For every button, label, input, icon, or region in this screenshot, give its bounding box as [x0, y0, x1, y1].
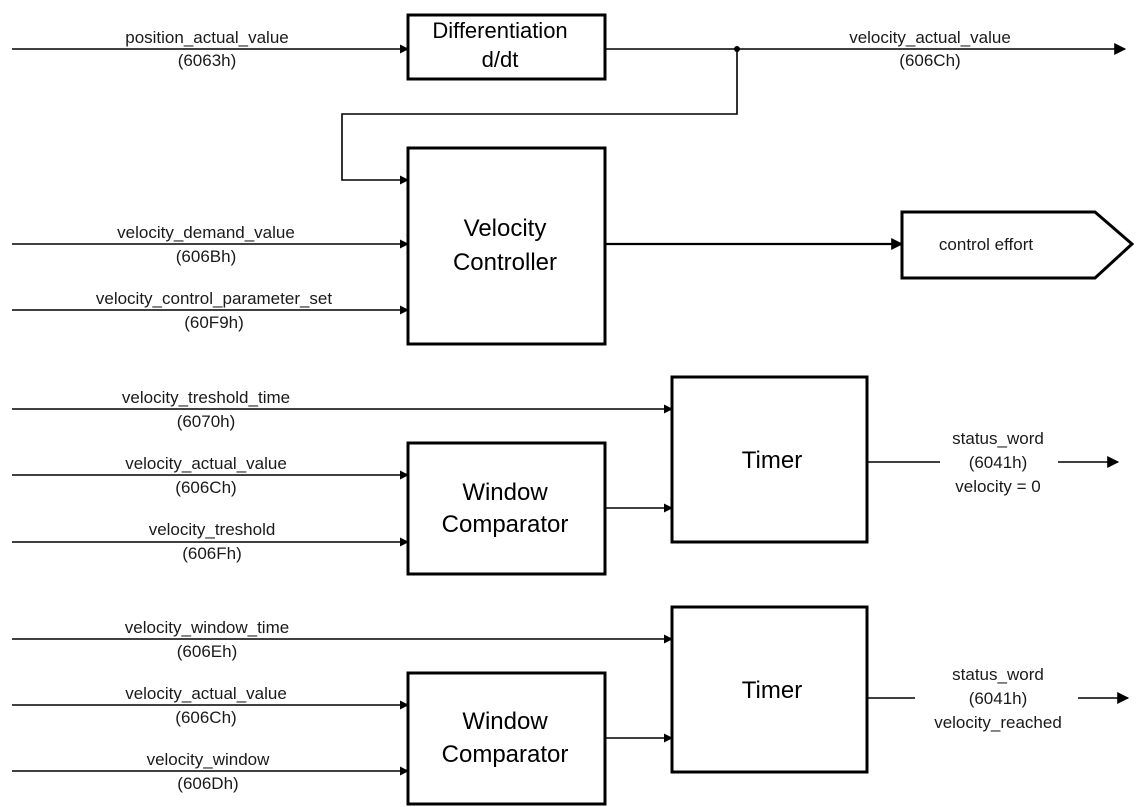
control-effort-output: control effort	[605, 210, 1135, 280]
velocity-actual-value-output: velocity_actual_value (606Ch)	[605, 28, 1127, 70]
position-actual-value-input: position_actual_value (6063h)	[12, 28, 409, 70]
timer-1-label: Timer	[742, 447, 802, 474]
velocity-control-parameter-set-input: velocity_control_parameter_set (60F9h)	[12, 289, 409, 332]
velocity-actual-value-input-2: velocity_actual_value (606Ch)	[12, 684, 409, 727]
velocity-window-label: velocity_window	[147, 750, 271, 769]
velocity-demand-value-index: (606Bh)	[176, 247, 236, 266]
timer-block-1: Timer	[670, 375, 869, 544]
velocity-window-input: velocity_window (606Dh)	[12, 750, 409, 793]
velocity-window-time-label: velocity_window_time	[125, 618, 289, 637]
velocity-controller-block: Velocity Controller	[406, 146, 607, 346]
velocity-threshold-input: velocity_treshold (606Fh)	[12, 520, 409, 563]
velocity-control-parameter-set-label: velocity_control_parameter_set	[96, 289, 333, 308]
velocity-window-index: (606Dh)	[177, 774, 238, 793]
window-comparator-block-1: Window Comparator	[406, 441, 607, 576]
velocity-demand-value-input: velocity_demand_value (606Bh)	[12, 223, 409, 266]
differentiation-operator: d/dt	[482, 47, 519, 72]
status-word-2-index: (6041h)	[969, 689, 1028, 708]
velocity-actual-value-1-label: velocity_actual_value	[125, 454, 287, 473]
velocity-actual-value-1-index: (606Ch)	[175, 478, 236, 497]
velocity-actual-value-input-1: velocity_actual_value (606Ch)	[12, 454, 409, 497]
velocity-threshold-label: velocity_treshold	[149, 520, 276, 539]
feedback-path	[341, 49, 738, 185]
status-word-output-2: status_word (6041h) velocity_reached	[867, 665, 1130, 732]
window-comparator-2-line2: Comparator	[442, 741, 569, 768]
status-word-output-1: status_word (6041h) velocity = 0	[867, 429, 1120, 496]
window-comparator-block-2: Window Comparator	[406, 671, 607, 806]
position-actual-value-label: position_actual_value	[125, 28, 289, 47]
status-word-1-condition: velocity = 0	[955, 477, 1041, 496]
position-actual-value-index: (6063h)	[178, 51, 237, 70]
status-word-2-condition: velocity_reached	[934, 713, 1062, 732]
velocity-threshold-index: (606Fh)	[182, 544, 242, 563]
velocity-actual-value-out-label: velocity_actual_value	[849, 28, 1011, 47]
status-word-1-index: (6041h)	[969, 453, 1028, 472]
window-comparator-1-line1: Window	[462, 479, 548, 506]
velocity-actual-value-out-index: (606Ch)	[899, 51, 960, 70]
timer-block-2: Timer	[670, 605, 869, 774]
velocity-control-parameter-set-index: (60F9h)	[184, 313, 244, 332]
velocity-threshold-time-index: (6070h)	[177, 412, 236, 431]
velocity-actual-value-2-label: velocity_actual_value	[125, 684, 287, 703]
window-comparator-1-line2: Comparator	[442, 511, 569, 538]
velocity-demand-value-label: velocity_demand_value	[117, 223, 295, 242]
velocity-actual-value-2-index: (606Ch)	[175, 708, 236, 727]
velocity-controller-line1: Velocity	[464, 215, 547, 242]
control-effort-label: control effort	[939, 235, 1033, 254]
differentiation-block: Differentiation d/dt	[406, 13, 607, 81]
velocity-threshold-time-label: velocity_treshold_time	[122, 388, 290, 407]
status-word-1-label: status_word	[952, 429, 1044, 448]
timer-2-label: Timer	[742, 677, 802, 704]
velocity-window-time-input: velocity_window_time (606Eh)	[12, 618, 673, 661]
status-word-2-label: status_word	[952, 665, 1044, 684]
velocity-controller-line2: Controller	[453, 249, 557, 276]
differentiation-title: Differentiation	[432, 18, 567, 43]
velocity-threshold-time-input: velocity_treshold_time (6070h)	[12, 388, 673, 431]
velocity-window-time-index: (606Eh)	[177, 642, 237, 661]
window-comparator-2-line1: Window	[462, 708, 548, 735]
